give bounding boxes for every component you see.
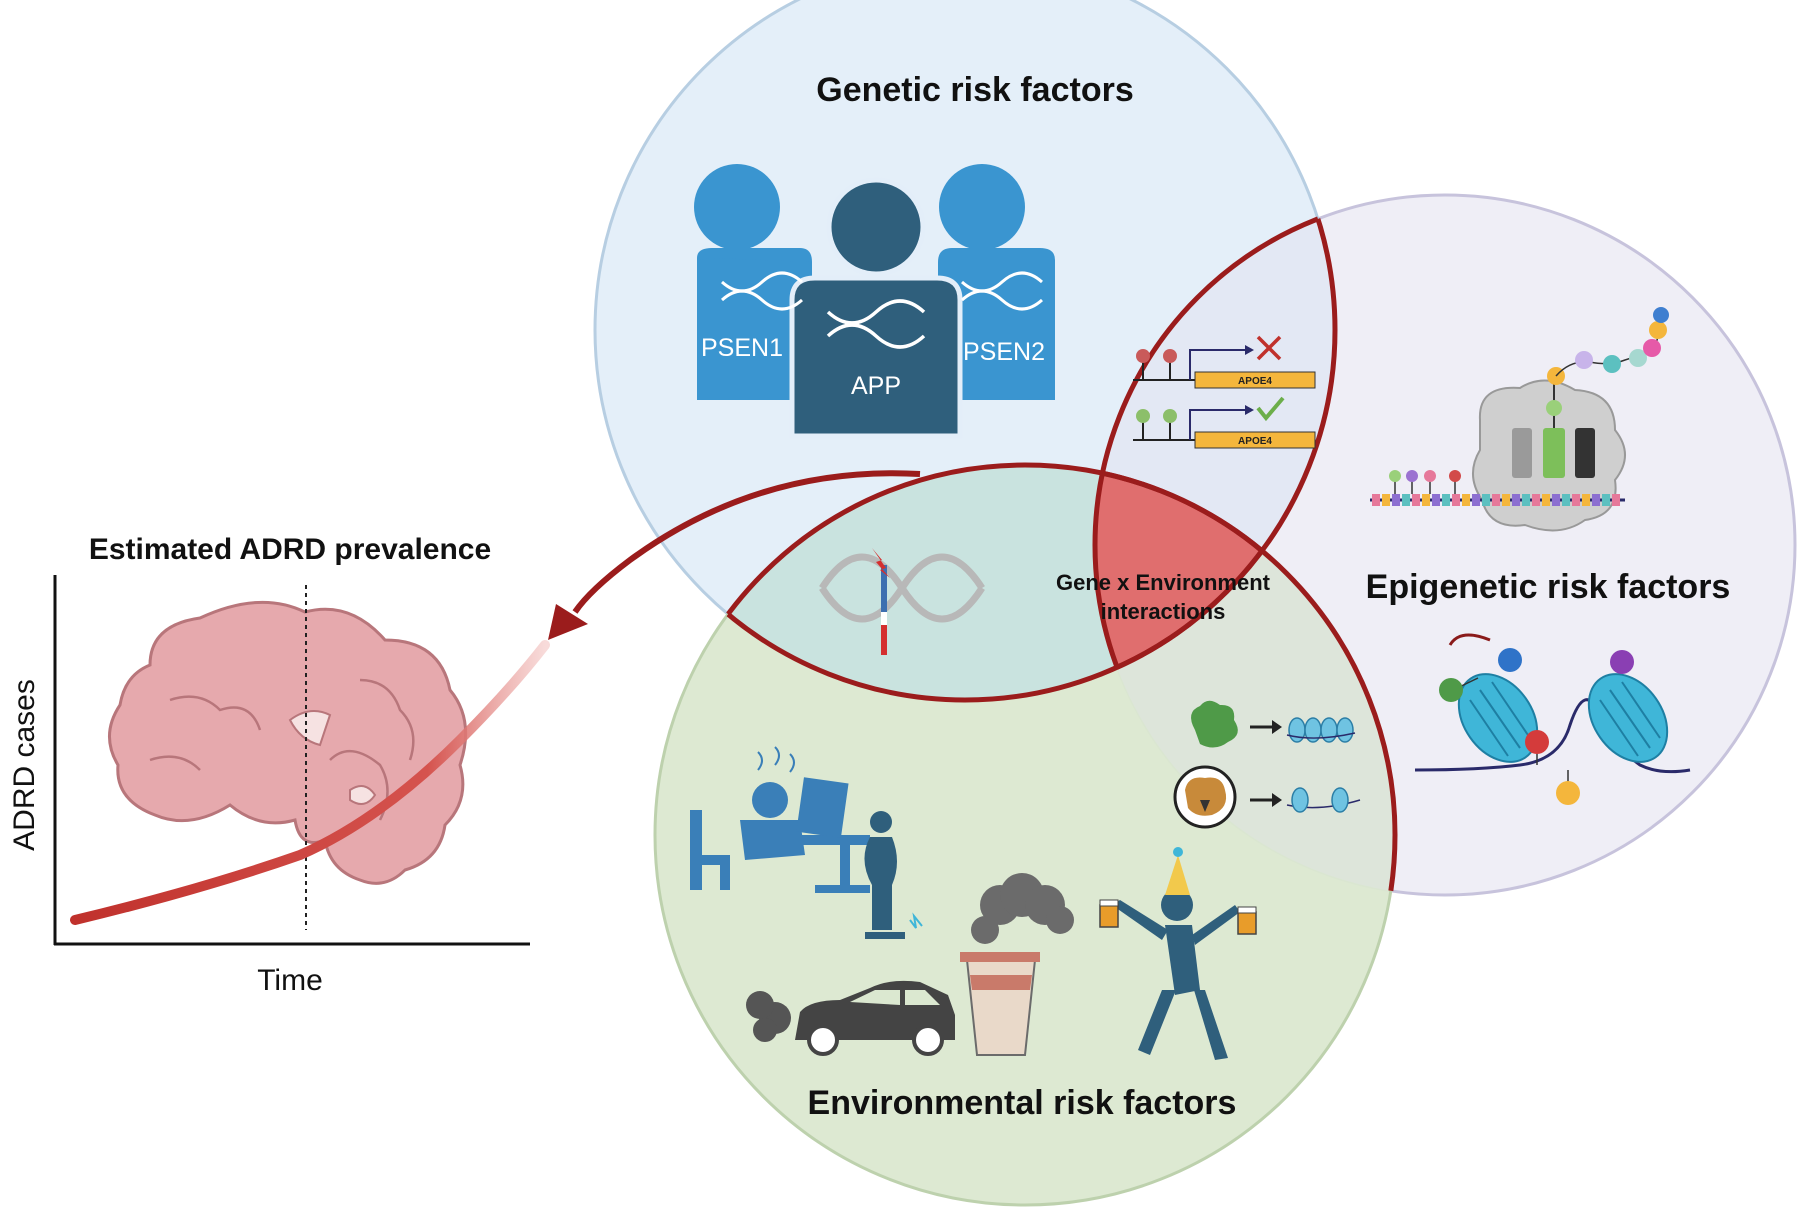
dna-icon-center (826, 299, 926, 349)
apoe4-label-bottom: APOE4 (1238, 436, 1272, 447)
nucleosome-icon-large (1414, 633, 1691, 805)
gxe-line1: Gene x Environment (1056, 570, 1271, 595)
apoe4-label-top: APOE4 (1238, 376, 1272, 387)
gene-label-psen2: PSEN2 (963, 338, 1045, 366)
chart-ylabel: ADRD cases (8, 679, 41, 851)
dna-icon-right (960, 271, 1044, 311)
methylation-icon-bottom: APOE4 (1133, 405, 1316, 449)
chart-xlabel: Time (257, 964, 323, 997)
check-icon (1256, 396, 1285, 422)
gene-epigenetic-overlap (1095, 195, 1335, 700)
peptide-chain (1546, 307, 1669, 428)
environmental-title: Environmental risk factors (808, 1084, 1237, 1122)
environment-boundary-inside-epigenetic (1095, 462, 1398, 895)
car-exhaust-icon (746, 980, 955, 1056)
environment-epigenetic-overlap (1095, 465, 1395, 895)
influence-arrow (572, 470, 921, 614)
dna-damage-icon (819, 548, 985, 655)
gene-label-app: APP (851, 372, 901, 400)
methylation-icon-top: APOE4 (1133, 345, 1316, 389)
dna-icon-left (720, 271, 804, 311)
factory-smoke-icon (960, 873, 1074, 1056)
environment-boundary-inside-genetic (652, 462, 1335, 700)
gxe-line2: interactions (1101, 599, 1226, 624)
genetic-title: Genetic risk factors (816, 71, 1133, 109)
gene-label-psen1: PSEN1 (701, 334, 783, 362)
genetic-boundary-inside-epigenetic (1095, 195, 1338, 703)
stress-desk-icon (690, 746, 870, 893)
prevalence-curve (70, 640, 550, 925)
brain-icon (108, 600, 468, 885)
obesity-scale-icon (864, 811, 923, 939)
epigenetic-title: Epigenetic risk factors (1366, 568, 1731, 606)
cross-icon (1256, 335, 1282, 361)
mrna-modification-marks (1389, 470, 1461, 494)
mrna-strand (1372, 494, 1620, 506)
arrow-head (548, 604, 588, 640)
ribosome-icon (1370, 307, 1669, 532)
prevalence-title: Estimated ADRD prevalence (89, 533, 491, 566)
chromatin-remodeling-icon (1173, 700, 1361, 829)
party-drinking-icon (1099, 847, 1257, 1060)
genetic-boundary-inside-environment (655, 465, 1338, 703)
epigenetic-boundary-inside-genetic (1092, 192, 1335, 700)
